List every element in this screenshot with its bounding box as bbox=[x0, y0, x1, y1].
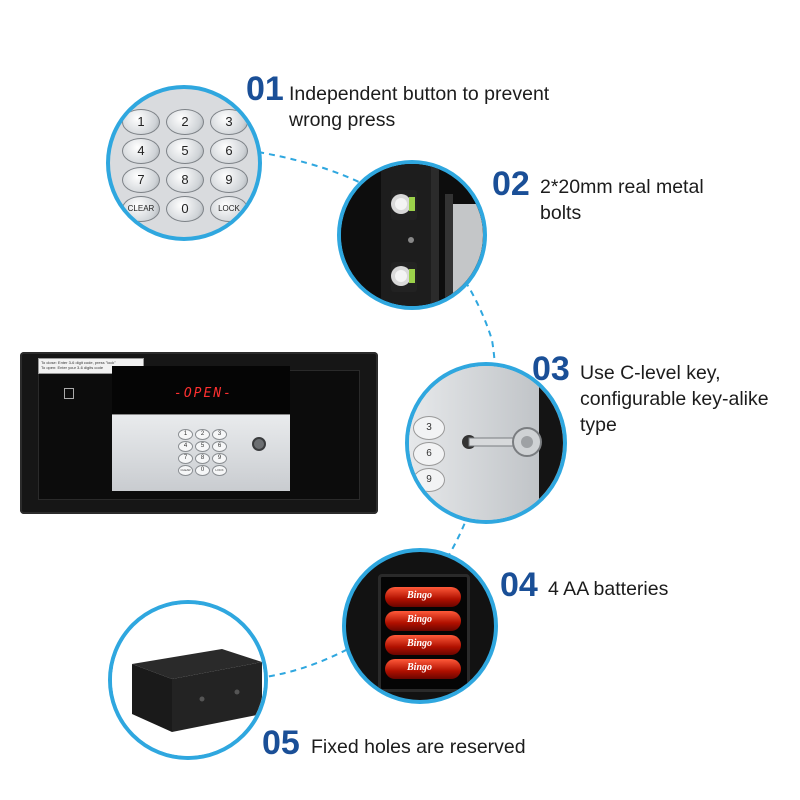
feature-text-03: Use C-level key, configurable key-alike … bbox=[580, 362, 769, 436]
mini-keypad-key[interactable]: 9 bbox=[212, 453, 227, 464]
key-detail-button: 3 bbox=[413, 416, 445, 440]
feature-text-04: 4 AA batteries bbox=[548, 578, 669, 600]
mini-keypad-key[interactable]: 2 bbox=[195, 429, 210, 440]
key-icon bbox=[462, 427, 542, 457]
keypad-key[interactable]: 2 bbox=[166, 109, 204, 135]
safe-box-illustration bbox=[112, 604, 264, 756]
key-closeup-circle: 3 6 9 bbox=[405, 362, 567, 524]
feature-number-05: 05 bbox=[262, 724, 300, 762]
fixed-hole-icon bbox=[234, 689, 240, 695]
card-slot-icon bbox=[64, 388, 74, 399]
battery: Bingo bbox=[385, 659, 461, 679]
battery: Bingo bbox=[385, 587, 461, 607]
keypad-key[interactable]: 0 bbox=[166, 196, 204, 222]
battery: Bingo bbox=[385, 611, 461, 631]
feature-number-03: 03 bbox=[532, 350, 570, 388]
keypad-key[interactable]: 4 bbox=[122, 138, 160, 164]
keypad-key[interactable]: CLEAR bbox=[122, 196, 160, 222]
mini-keypad-key[interactable]: 3 bbox=[212, 429, 227, 440]
battery: Bingo bbox=[385, 635, 461, 655]
keypad-key[interactable]: 7 bbox=[122, 167, 160, 193]
keypad-key[interactable]: 8 bbox=[166, 167, 204, 193]
feature-number-02: 02 bbox=[492, 165, 530, 203]
keypad-key[interactable]: LOCK bbox=[210, 196, 248, 222]
key-lock-icon bbox=[252, 437, 266, 451]
keypad-key[interactable]: 5 bbox=[166, 138, 204, 164]
bolt-icon bbox=[391, 190, 417, 220]
mini-keypad-key[interactable]: 4 bbox=[178, 441, 193, 452]
fixed-hole-icon bbox=[199, 696, 205, 702]
mini-keypad-key[interactable]: 8 bbox=[195, 453, 210, 464]
key-detail-button: 6 bbox=[413, 442, 445, 466]
mini-keypad-key[interactable]: 1 bbox=[178, 429, 193, 440]
fixed-holes-closeup-circle bbox=[108, 600, 268, 760]
bolt-icon bbox=[391, 262, 417, 292]
keypad-key[interactable]: 3 bbox=[210, 109, 248, 135]
keypad-key[interactable]: 1 bbox=[122, 109, 160, 135]
bolts-closeup-circle bbox=[337, 160, 487, 310]
mini-keypad-key[interactable]: CLEAR bbox=[178, 465, 193, 476]
keypad-key[interactable]: 6 bbox=[210, 138, 248, 164]
bolts-illustration bbox=[341, 164, 483, 306]
feature-number-01: 01 bbox=[246, 70, 284, 108]
keypad-key[interactable]: 9 bbox=[210, 167, 248, 193]
key-detail-button: 9 bbox=[413, 468, 445, 492]
mini-keypad-key[interactable]: 6 bbox=[212, 441, 227, 452]
mini-keypad-key[interactable]: LOCK bbox=[212, 465, 227, 476]
feature-number-04: 04 bbox=[500, 566, 538, 604]
display-panel: -OPEN- bbox=[112, 366, 290, 414]
mini-keypad-key[interactable]: 7 bbox=[178, 453, 193, 464]
mini-keypad-key[interactable]: 0 bbox=[195, 465, 210, 476]
feature-text-01: Independent button to prevent wrong pres… bbox=[289, 83, 550, 131]
battery-compartment: Bingo Bingo Bingo Bingo bbox=[378, 574, 470, 692]
feature-text-02: 2*20mm real metal bolts bbox=[540, 176, 704, 224]
feature-text-05: Fixed holes are reserved bbox=[311, 736, 526, 758]
batteries-closeup-circle: Bingo Bingo Bingo Bingo bbox=[342, 548, 498, 704]
safe-front: To close: Enter 3-6 digit code, press "l… bbox=[20, 352, 378, 514]
display-readout: -OPEN- bbox=[174, 386, 233, 401]
mini-keypad-key[interactable]: 5 bbox=[195, 441, 210, 452]
